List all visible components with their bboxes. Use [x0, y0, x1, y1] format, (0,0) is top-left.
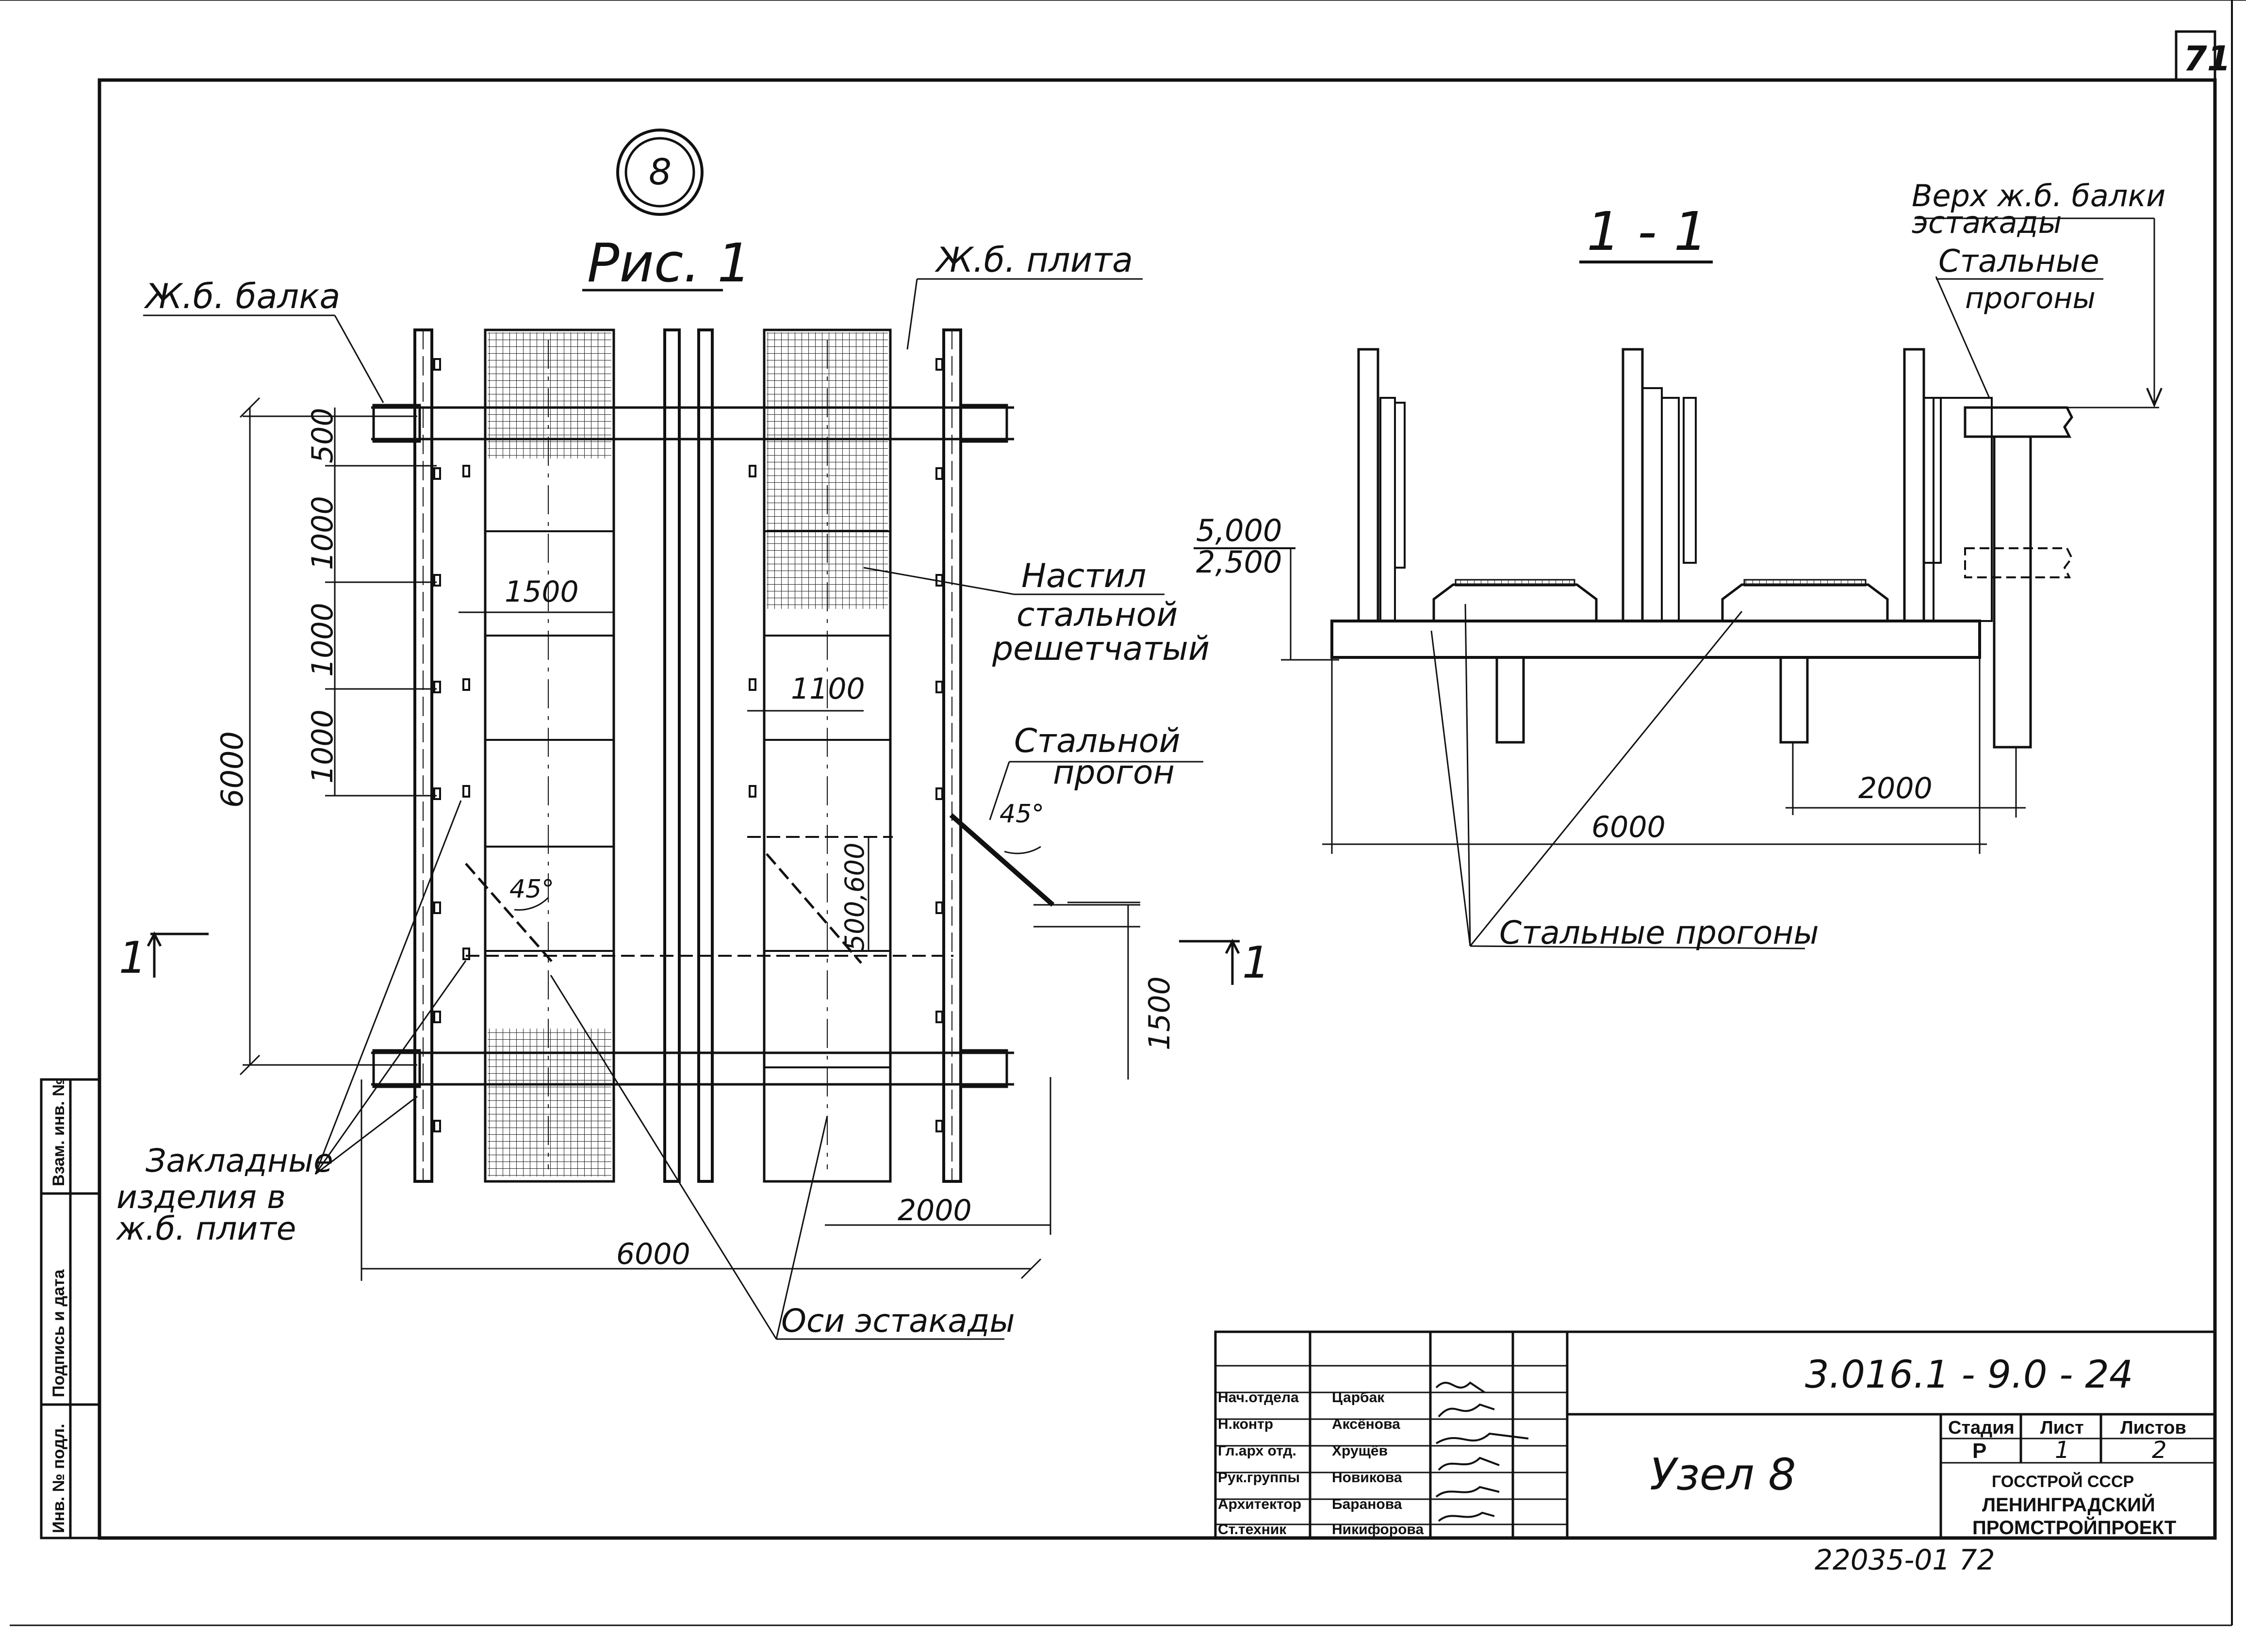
org-line-3: ПРОМСТРОЙПРОЕКТ	[1972, 1516, 2176, 1538]
label-beam: Ж.б. балка	[144, 277, 340, 316]
dim-1000-a: 1000	[306, 496, 340, 570]
dim-1000-c: 1000	[306, 709, 340, 784]
label-deck-1: Настил	[1021, 557, 1146, 595]
section-view	[1194, 217, 2163, 949]
label-steel-purlins-top-1: Стальные	[1938, 244, 2099, 279]
role-2: Н.контр	[1218, 1416, 1273, 1432]
dim-500-600: 500,600	[839, 843, 870, 951]
angle-right: 45°	[1000, 800, 1044, 829]
role-3: Гл.арх отд.	[1218, 1443, 1296, 1459]
node-badge-number: 8	[649, 151, 672, 193]
name-1: Царбак	[1332, 1390, 1385, 1406]
label-steel-purlins-top-2: прогоны	[1965, 281, 2096, 315]
dim-6000-horizontal: 6000	[616, 1237, 690, 1271]
dim-1100: 1100	[791, 672, 865, 706]
side-inv: Инв. № подл.	[49, 1423, 68, 1533]
handwritten-signatures	[1435, 1381, 1529, 1522]
doc-code: 3.016.1 - 9.0 - 24	[1805, 1353, 2133, 1397]
node-badge	[616, 129, 704, 216]
dim-2000: 2000	[898, 1194, 972, 1227]
title-block	[1214, 1330, 2216, 1539]
label-embedded-2: изделия в	[116, 1178, 286, 1216]
dim-1500-vertical: 1500	[1143, 976, 1177, 1050]
section-dim-6000: 6000	[1591, 810, 1666, 844]
role-4: Рук.группы	[1218, 1470, 1300, 1486]
label-slab: Ж.б. плита	[934, 240, 1133, 280]
side-vzam: Взам. инв. №	[49, 1078, 68, 1186]
label-deck-2: стальной	[1016, 596, 1178, 634]
dim-1500: 1500	[505, 575, 579, 609]
org-line-1: ГОССТРОЙ СССР	[1992, 1472, 2134, 1491]
sheet-value: 1	[2055, 1437, 2070, 1464]
name-3: Хрущёв	[1332, 1443, 1388, 1459]
head-sheets: Листов	[2120, 1418, 2186, 1438]
label-purlin-2: прогон	[1053, 753, 1175, 792]
name-4: Новикова	[1332, 1470, 1402, 1486]
side-podpis: Подпись и дата	[49, 1269, 68, 1397]
section-mark-left-label: 1	[119, 932, 147, 983]
head-sheet: Лист	[2040, 1418, 2084, 1438]
sheets-value: 2	[2152, 1437, 2167, 1464]
section-mark-right-label: 1	[1242, 937, 1270, 988]
label-top-beam-2: эстакады	[1912, 205, 2062, 240]
org-line-2: ЛЕНИНГРАДСКИЙ	[1982, 1493, 2155, 1516]
label-deck-3: решетчатый	[992, 630, 1210, 668]
elev-top: 5,000	[1196, 513, 1282, 548]
angle-left: 45°	[509, 875, 554, 904]
label-steel-purlins-bottom: Стальные прогоны	[1499, 914, 1819, 951]
dim-6000-vertical: 6000	[214, 731, 250, 808]
section-mark-right	[1179, 938, 1240, 985]
drawing-name: Узел 8	[1650, 1449, 1796, 1500]
name-2: Аксёнова	[1332, 1416, 1400, 1432]
label-axes: Оси эстакады	[781, 1302, 1015, 1340]
figure-title: Рис. 1	[587, 232, 751, 294]
role-5: Архитектор	[1218, 1496, 1301, 1512]
page-number: 71	[2183, 39, 2230, 79]
elev-bottom: 2,500	[1196, 544, 1282, 580]
name-5: Баранова	[1332, 1496, 1402, 1512]
head-stage: Стадия	[1948, 1418, 2015, 1438]
label-embedded-1: Закладные	[146, 1142, 333, 1179]
side-strip	[40, 1078, 101, 1539]
label-top-beam-1: Верх ж.б. балки	[1912, 178, 2165, 213]
label-embedded-3: ж.б. плите	[115, 1210, 296, 1247]
plan-view	[239, 278, 1203, 1340]
role-6: Ст.техник	[1218, 1521, 1287, 1538]
signature-rows: Нач.отдела Царбак Н.контр Аксёнова Гл.ар…	[1218, 1390, 1424, 1538]
dim-500: 500	[306, 408, 340, 463]
name-6: Никифорова	[1332, 1521, 1424, 1538]
archive-number: 22035-01 72	[1815, 1543, 1995, 1576]
label-purlin-1: Стальной	[1014, 722, 1180, 760]
stage-value: Р	[1972, 1439, 1986, 1463]
dim-1000-b: 1000	[306, 603, 340, 677]
role-1: Нач.отдела	[1218, 1390, 1299, 1406]
section-mark-left	[147, 931, 209, 978]
section-title: 1 - 1	[1587, 200, 1708, 262]
section-dim-2000: 2000	[1858, 771, 1933, 805]
